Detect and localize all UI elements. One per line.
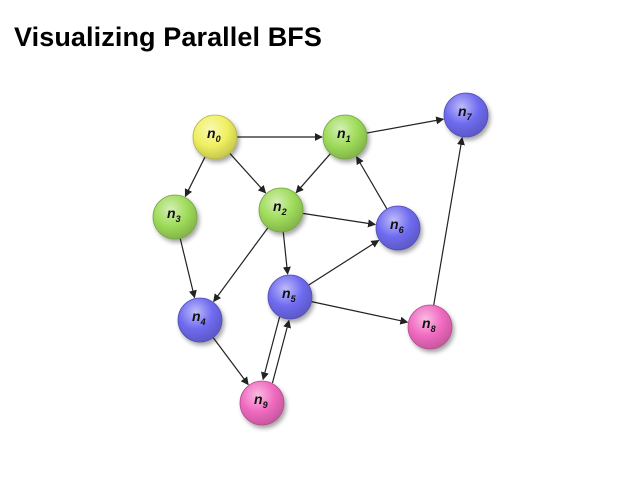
node-label-subscript: 4 [200,317,206,327]
node-n1: n1 [322,114,368,160]
node-label-base: n [167,205,176,221]
node-n0: n0 [192,114,238,160]
edge-n4-to-n9 [212,337,249,386]
node-circle-n7 [443,92,489,138]
node-n2: n2 [258,187,304,233]
node-label-subscript: 3 [176,214,181,224]
node-circle-n9 [239,380,285,426]
node-label-base: n [254,391,263,407]
node-circle-n5 [267,274,313,320]
node-circle-n4 [177,297,223,343]
node-label-subscript: 8 [431,324,436,334]
node-label-n2: n2 [273,198,287,217]
node-label-n5: n5 [282,285,297,304]
node-label-subscript: 2 [281,207,287,217]
edge-n1-to-n2 [295,153,331,194]
edge-n0-to-n3 [184,156,206,198]
node-label-base: n [458,103,467,119]
edge-n9-to-n5 [271,319,291,384]
edge-n8-to-n7 [433,136,465,306]
node-circle-n3 [152,194,198,240]
node-label-base: n [207,125,216,141]
node-label-subscript: 9 [263,400,268,410]
edge-n2-to-n5 [282,231,291,275]
node-label-base: n [273,198,282,214]
slide-title: Visualizing Parallel BFS [14,22,323,52]
edge-n5-to-n9 [261,316,281,381]
node-label-base: n [390,216,399,232]
node-label-n9: n9 [254,391,268,410]
node-label-n3: n3 [167,205,181,224]
node-label-subscript: 7 [467,112,473,122]
node-label-n1: n1 [337,125,351,144]
node-circle-n6 [375,205,421,251]
node-n6: n6 [375,205,421,251]
edge-n0-to-n2 [229,152,267,194]
node-label-n4: n4 [192,308,206,327]
node-label-n0: n0 [207,125,221,144]
edge-n1-to-n7 [366,116,445,134]
node-label-n6: n6 [390,216,405,235]
node-label-base: n [337,125,346,141]
node-label-base: n [192,308,201,324]
node-circle-n2 [258,187,304,233]
node-n9: n9 [239,380,285,426]
node-circle-n0 [192,114,238,160]
node-label-n7: n7 [458,103,473,122]
node-label-base: n [422,315,431,331]
node-label-subscript: 0 [216,134,221,144]
node-n8: n8 [407,304,453,350]
edge-n3-to-n4 [179,238,197,299]
node-label-subscript: 1 [346,134,351,144]
node-label-subscript: 6 [399,225,405,235]
node-n7: n7 [443,92,489,138]
node-n3: n3 [152,194,198,240]
node-n5: n5 [267,274,313,320]
edge-n2-to-n4 [213,227,269,303]
edge-n6-to-n1 [356,156,388,210]
node-circle-n8 [407,304,453,350]
node-circle-n1 [322,114,368,160]
edge-n5-to-n8 [311,301,409,325]
node-label-subscript: 5 [291,294,297,304]
edge-n2-to-n6 [302,212,377,228]
node-n4: n4 [177,297,223,343]
edge-n5-to-n6 [308,239,380,286]
edges-layer [179,116,465,386]
node-label-n8: n8 [422,315,436,334]
node-label-base: n [282,285,291,301]
